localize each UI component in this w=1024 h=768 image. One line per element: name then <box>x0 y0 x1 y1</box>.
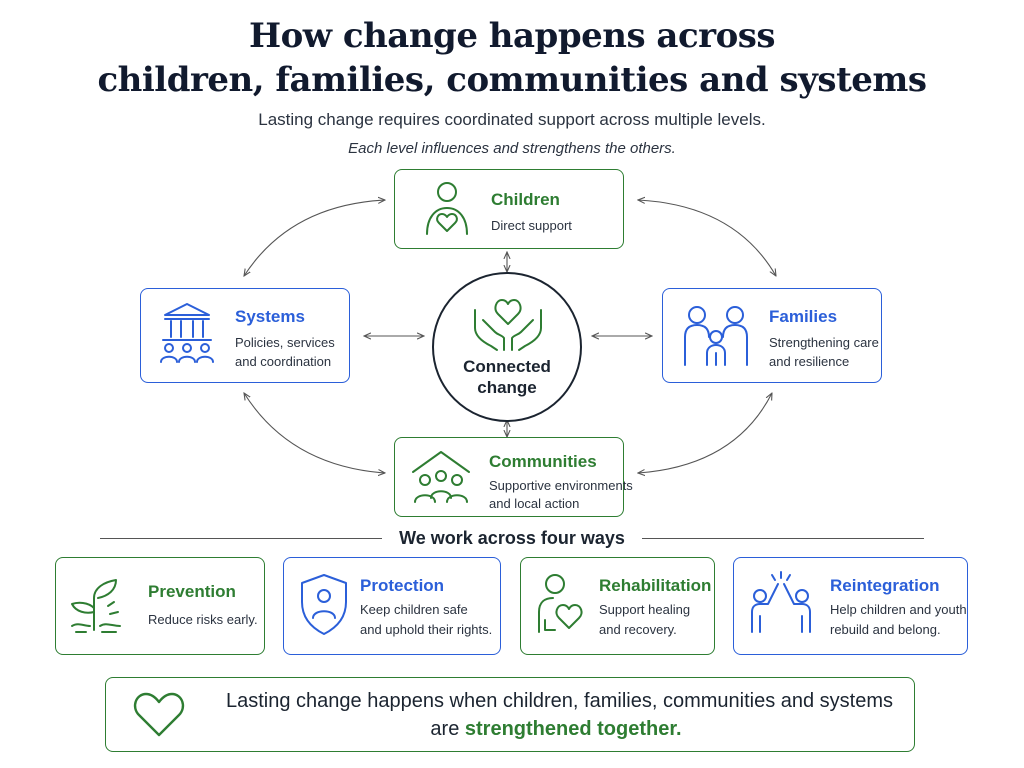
reintegration-desc-1: Help children and youth <box>830 602 967 617</box>
prevention-title: Prevention <box>148 582 236 601</box>
footer-line-2-prefix: are <box>430 718 465 740</box>
communities-title: Communities <box>489 452 597 471</box>
footer-line-1: Lasting change happens when children, fa… <box>226 690 894 712</box>
way-card-rehabilitation: Rehabilitation Support healing and recov… <box>520 557 715 655</box>
reintegration-title: Reintegration <box>830 576 940 595</box>
children-title: Children <box>491 190 560 209</box>
title-line-2: children, families, communities and syst… <box>97 60 927 100</box>
arrow-systems-communities <box>244 393 385 473</box>
government-building-icon <box>160 303 214 363</box>
rehabilitation-desc-2: and recovery. <box>599 622 677 637</box>
level-box-communities: Communities Supportive environments and … <box>394 437 633 517</box>
subtitle: Lasting change requires coordinated supp… <box>258 110 766 129</box>
families-desc-1: Strengthening care <box>769 335 879 350</box>
center-line-1: Connected <box>463 357 551 376</box>
level-box-systems: Systems Policies, services and coordinat… <box>140 288 350 383</box>
footer-line-2: are strengthened together. <box>226 718 886 741</box>
high-five-icon <box>751 571 811 633</box>
subtitle-italic: Each level influences and strengthens th… <box>348 140 676 157</box>
family-icon <box>684 306 748 366</box>
hands-heart-icon <box>474 299 542 351</box>
families-title: Families <box>769 307 838 326</box>
page-title: How change happens across children, fami… <box>0 14 1024 102</box>
footer-banner: Lasting change happens when children, fa… <box>105 677 915 752</box>
arrow-children-families <box>638 200 776 276</box>
community-house-icon <box>412 451 470 503</box>
children-desc: Direct support <box>491 218 572 233</box>
footer-highlight: strengthened together. <box>464 718 682 740</box>
ways-heading: We work across four ways <box>399 528 625 548</box>
connected-change-hub: Connected change <box>432 272 582 422</box>
protection-title: Protection <box>360 576 445 595</box>
connected-change-label: Connected change <box>434 356 580 398</box>
level-box-families: Families Strengthening care and resilien… <box>662 288 882 383</box>
heart-outline-icon <box>133 692 185 737</box>
rehabilitation-title: Rehabilitation <box>599 576 712 595</box>
center-line-2: change <box>477 378 537 397</box>
arrow-families-communities <box>638 393 772 473</box>
families-desc-2: and resilience <box>769 354 850 369</box>
way-card-prevention: Prevention Reduce risks early. <box>55 557 265 655</box>
prevention-desc-1: Reduce risks early. <box>148 612 258 627</box>
rehabilitation-desc-1: Support healing <box>599 602 691 617</box>
arrow-systems-children <box>244 200 385 276</box>
person-heart-icon <box>538 574 583 633</box>
child-heart-icon <box>426 182 468 235</box>
level-box-children: Children Direct support <box>394 169 624 249</box>
way-card-protection: Protection Keep children safe and uphold… <box>283 557 501 655</box>
systems-desc-1: Policies, services <box>235 335 335 350</box>
reintegration-desc-2: rebuild and belong. <box>830 622 941 637</box>
title-line-1: How change happens across <box>248 16 776 56</box>
communities-desc-2: and local action <box>489 496 580 511</box>
divider-right <box>642 538 924 539</box>
protection-desc-2: and uphold their rights. <box>360 622 493 637</box>
sprout-icon <box>71 579 121 633</box>
protection-desc-1: Keep children safe <box>360 602 468 617</box>
systems-desc-2: and coordination <box>235 354 332 369</box>
shield-person-icon <box>301 574 347 635</box>
divider-left <box>100 538 382 539</box>
systems-title: Systems <box>235 307 305 326</box>
communities-desc-1: Supportive environments <box>489 478 633 493</box>
way-card-reintegration: Reintegration Help children and youth re… <box>733 557 968 655</box>
